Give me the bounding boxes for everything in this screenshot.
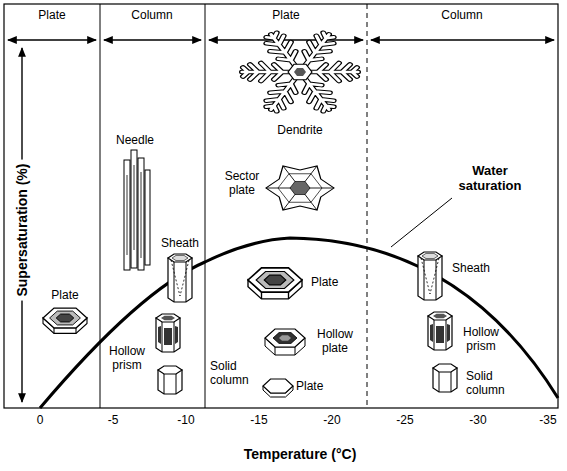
crystal-label: Dendrite — [277, 124, 322, 138]
regime-label: Plate — [38, 9, 65, 23]
axis-title: Temperature (°C) — [244, 446, 357, 462]
tick-label: -25 — [396, 414, 413, 428]
crystal-label: Sector plate — [216, 170, 268, 198]
crystal-label: Hollow prism — [102, 345, 152, 373]
tick-label: -30 — [469, 414, 486, 428]
regime-label: Plate — [272, 9, 299, 23]
tick-label: -35 — [539, 414, 556, 428]
crystal-label: Plate — [51, 289, 78, 303]
axis-title: Supersaturation (%) — [14, 159, 30, 300]
tick-label: 0 — [37, 414, 44, 428]
tick-label: -10 — [177, 414, 194, 428]
crystal-label: Solid column — [466, 370, 512, 398]
curve-label: Water saturation — [440, 164, 540, 194]
tick-label: -5 — [108, 414, 119, 428]
crystal-label: Plate — [296, 380, 323, 394]
regime-label: Column — [441, 9, 482, 23]
regime-label: Column — [131, 9, 172, 23]
crystal-label: Plate — [311, 276, 338, 290]
tick-label: -15 — [250, 414, 267, 428]
tick-label: -20 — [323, 414, 340, 428]
crystal-label: Needle — [116, 134, 154, 148]
crystal-label: Hollow plate — [310, 328, 360, 356]
crystal-label: Sheath — [452, 262, 490, 276]
crystal-label: Sheath — [161, 237, 199, 251]
crystal-label: Solid column — [210, 360, 256, 388]
crystal-label: Hollow prism — [456, 326, 506, 354]
